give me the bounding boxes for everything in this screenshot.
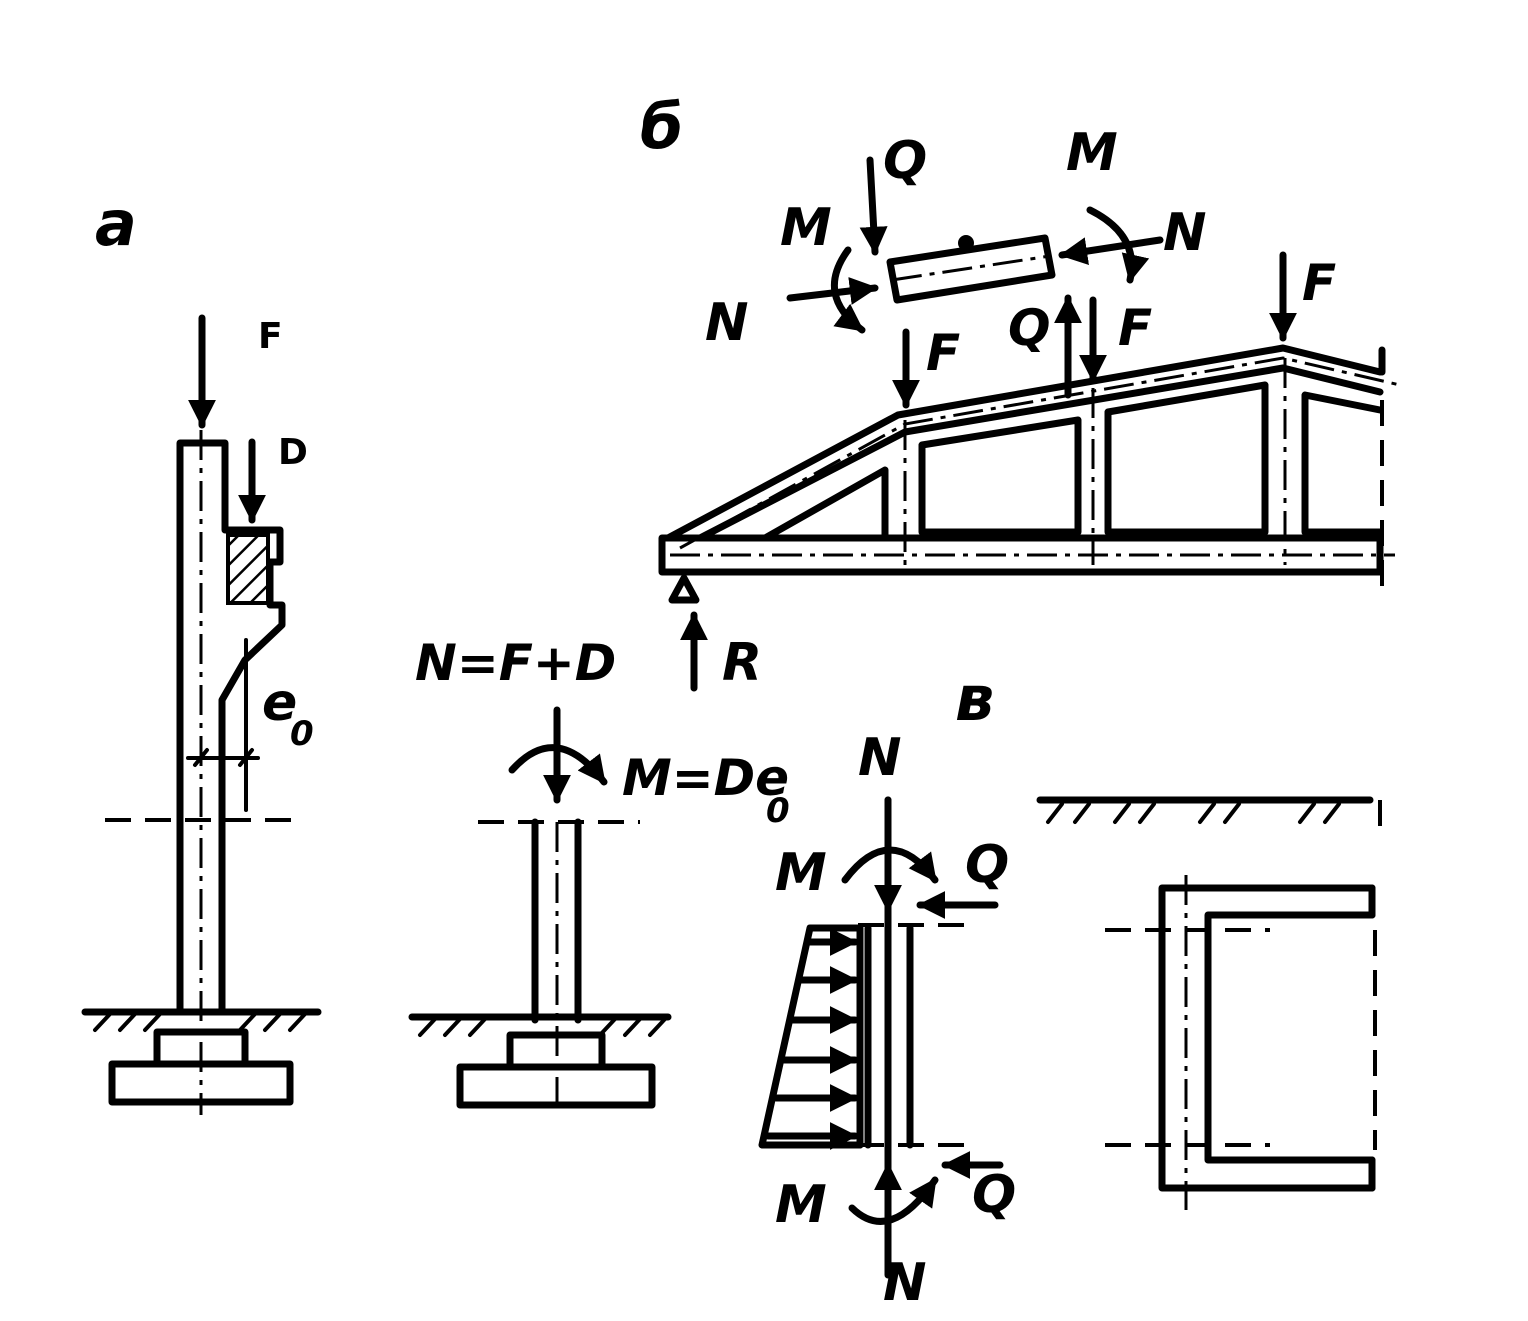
- isolated-chord-element: [886, 234, 1056, 304]
- shear-q-mid-label: Q: [1008, 299, 1051, 357]
- load-f-3-label: F: [1302, 254, 1336, 312]
- truss-panel-2: [918, 416, 1082, 536]
- shear-q-top-label-c: Q: [965, 835, 1009, 895]
- moment-m-left-label: M: [780, 198, 832, 258]
- axial-n-left-label: N: [705, 293, 749, 353]
- footing-base-a: [108, 1060, 294, 1106]
- moment-arrow: [508, 744, 608, 786]
- axial-n-right-arrow: [1058, 236, 1164, 266]
- eccentricity-label: e: [262, 673, 297, 733]
- column-a-resultant: N=F+D M=De 0: [408, 634, 790, 1115]
- top-chord-axis: [679, 356, 1401, 550]
- axial-force-label: N=F+D: [415, 634, 616, 692]
- reaction-r-label: R: [722, 633, 762, 693]
- force-d-label: D: [278, 432, 308, 473]
- load-f-1-label: F: [926, 324, 960, 382]
- load-f-2-label: F: [1118, 299, 1152, 357]
- element-node: [958, 235, 974, 251]
- axial-n-top-label: N: [858, 728, 902, 788]
- moment-m-bottom-label-c: M: [775, 1175, 827, 1235]
- distributed-load-arrows: [764, 928, 859, 1150]
- panel-b: б R F F F Q Q: [640, 90, 1401, 693]
- panel-a: а F D e 0: [81, 187, 322, 1115]
- truss-panel-1: [761, 466, 889, 542]
- crane-beam-section: [226, 533, 270, 605]
- ground-hatch-c: [1046, 802, 1341, 824]
- truss-panel-3: [1104, 381, 1269, 536]
- truss-bottom-chord: [658, 534, 1384, 576]
- axial-n-left-arrow: [786, 277, 879, 305]
- panel-c-label: в: [955, 662, 994, 735]
- moment-right-arrow: [1086, 206, 1150, 284]
- axial-n-bottom-label: N: [883, 1253, 927, 1313]
- shear-q-bottom-label-c: Q: [972, 1165, 1016, 1225]
- support-triangle: [668, 574, 700, 604]
- panel-a-label: а: [95, 187, 137, 260]
- panel-b-label: б: [640, 90, 683, 163]
- force-f-label: F: [258, 316, 283, 357]
- frame-inner: [1204, 911, 1376, 1164]
- truss-panel-4: [1301, 391, 1384, 536]
- moment-m-top-label-c: M: [775, 843, 827, 903]
- panel-c: в N M Q M Q N: [758, 662, 1382, 1313]
- moment-bottom-arrow: [848, 1176, 939, 1225]
- moment-m-top-label: M: [1066, 123, 1118, 183]
- distributed-load-outline: [758, 924, 864, 1149]
- shear-q-top-label: Q: [883, 131, 927, 191]
- moment-top-arrow: [841, 846, 939, 884]
- frame-outer: [1158, 884, 1376, 1192]
- axial-n-right-label: N: [1163, 203, 1207, 263]
- footing-base-b: [456, 1063, 656, 1109]
- moment-label: M=De: [622, 749, 789, 807]
- shear-q-top-arrow: [859, 156, 888, 256]
- ground-hatch-a: [93, 1012, 307, 1032]
- moment-subscript: 0: [766, 791, 790, 831]
- eccentricity-subscript: 0: [290, 714, 314, 754]
- truss-top-chord-outer: [664, 344, 1384, 542]
